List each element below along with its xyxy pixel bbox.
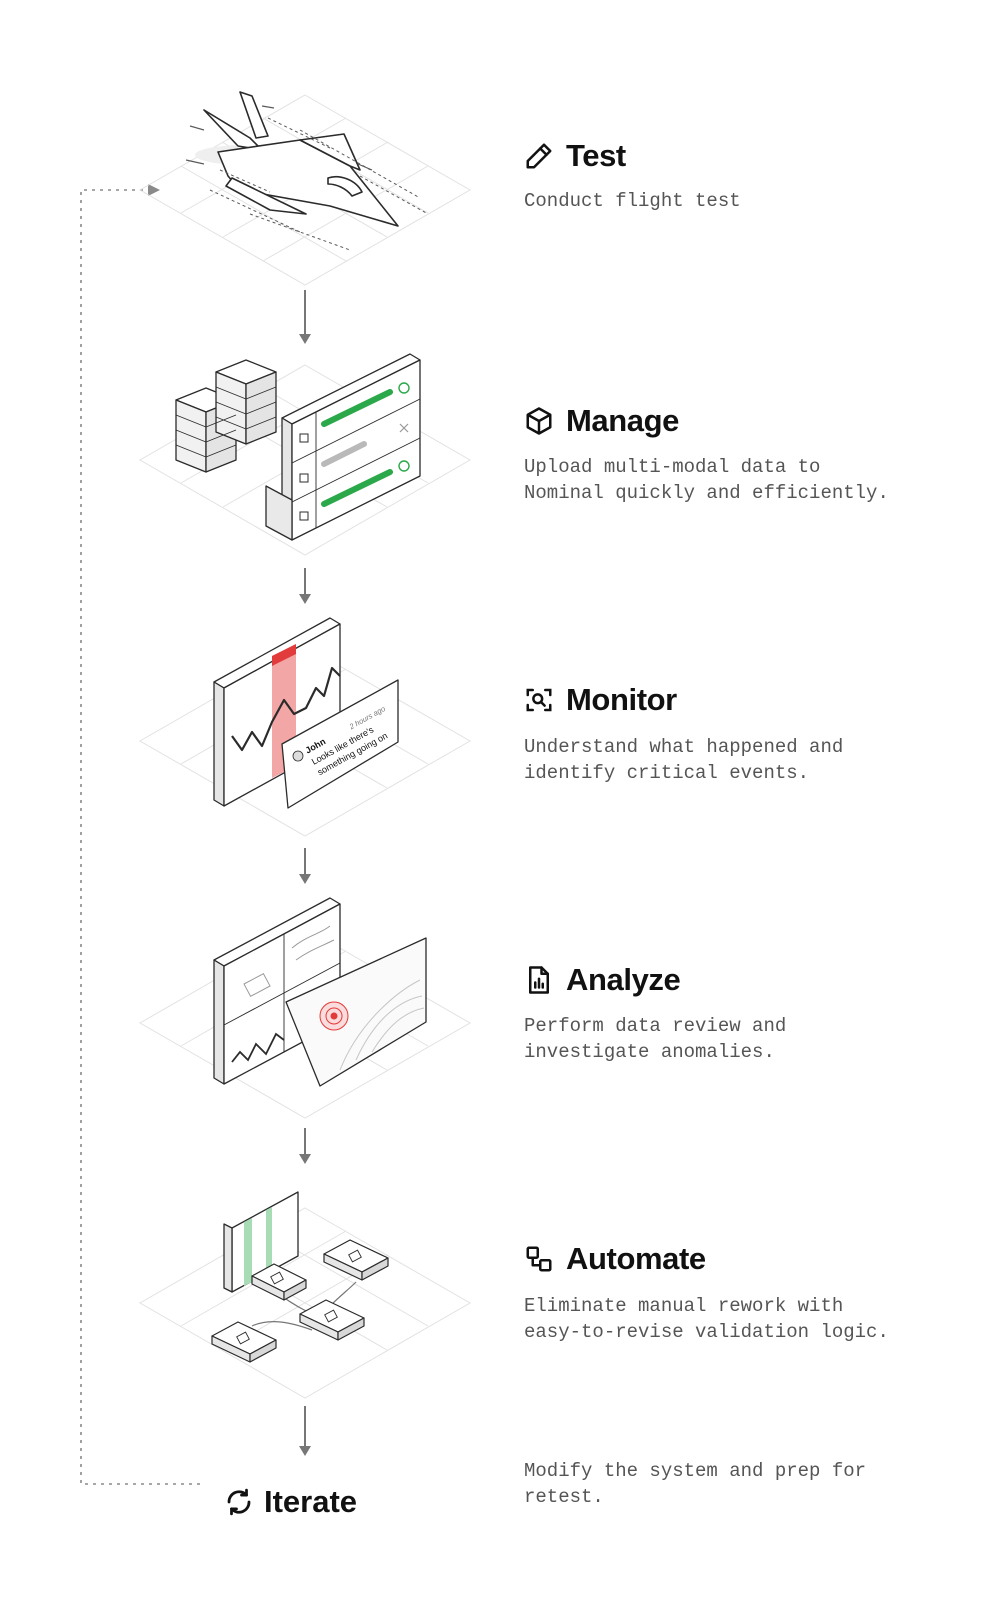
step-manage-title: Manage [524, 403, 679, 439]
step-iterate-title: Iterate [224, 1484, 357, 1520]
iterate-title-text: Iterate [264, 1484, 358, 1519]
step-title-text: Analyze [566, 962, 681, 997]
scan-search-icon [526, 688, 552, 712]
jet-illustration [138, 91, 472, 286]
step-title-text: Manage [566, 403, 680, 438]
step-title-text: Test [566, 138, 626, 173]
analyze-illustration [138, 897, 472, 1119]
refresh-icon [227, 1488, 251, 1516]
loop-back-connector [80, 189, 200, 1485]
chart-file-icon [529, 966, 549, 994]
cube-icon [526, 407, 552, 435]
automate-illustration [138, 1191, 472, 1399]
step-iterate-description: Modify the system and prep for retest. [524, 1460, 867, 1508]
step-automate-title: Automate [524, 1241, 706, 1277]
step-test-title: Test [524, 138, 626, 174]
pen-icon [526, 143, 552, 169]
monitor-illustration: John 2 hours ago Looks like there's some… [138, 617, 472, 837]
flow-arrow-heads [299, 334, 311, 1456]
loop-arrow-head [148, 184, 160, 196]
data-upload-illustration [138, 353, 472, 556]
avatar [292, 750, 304, 762]
step-title-text: Automate [566, 1241, 706, 1276]
step-monitor-title: Monitor [524, 682, 677, 718]
step-analyze-title: Analyze [524, 962, 681, 998]
step-automate-description: Eliminate manual rework with easy-to-rev… [524, 1295, 889, 1343]
step-monitor-description: Understand what happened and identify cr… [524, 736, 844, 784]
workflow-icon [526, 1246, 552, 1272]
step-test-description: Conduct flight test [524, 190, 741, 212]
step-manage-description: Upload multi-modal data to Nominal quick… [524, 456, 889, 504]
step-title-text: Monitor [566, 682, 677, 717]
step-analyze-description: Perform data review and investigate anom… [524, 1015, 787, 1063]
